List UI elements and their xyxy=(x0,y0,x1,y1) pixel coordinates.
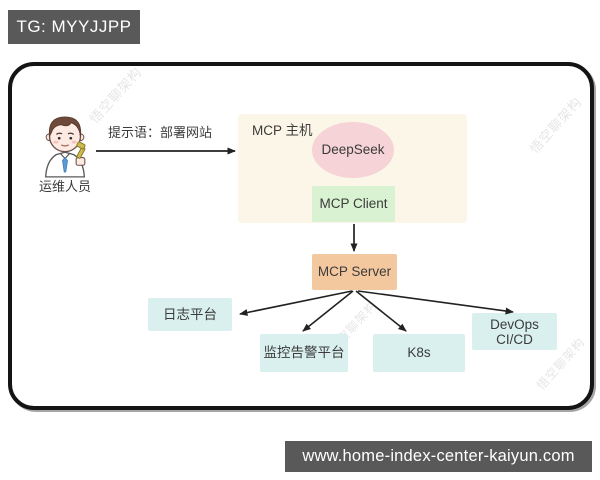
target-devops-line2: CI/CD xyxy=(496,331,533,347)
mcp-client-node: MCP Client xyxy=(312,186,395,222)
operator-icon xyxy=(44,116,86,178)
target-monitoring-platform: 监控告警平台 xyxy=(260,334,348,372)
mcp-host-label: MCP 主机 xyxy=(252,123,313,138)
operator-label: 运维人员 xyxy=(38,179,91,194)
target-log-platform: 日志平台 xyxy=(148,298,232,331)
deepseek-node: DeepSeek xyxy=(312,122,394,178)
target-devops-line1: DevOps xyxy=(490,316,539,332)
tg-badge: TG: MYYJJPP xyxy=(8,10,140,44)
mcp-server-node: MCP Server xyxy=(312,254,397,290)
prompt-arrow-label: 提示语：部署网站 xyxy=(107,125,212,140)
url-badge: www.home-index-center-kaiyun.com xyxy=(285,441,592,472)
target-k8s: K8s xyxy=(373,334,465,372)
target-devops-cicd: DevOps CI/CD xyxy=(472,313,557,350)
